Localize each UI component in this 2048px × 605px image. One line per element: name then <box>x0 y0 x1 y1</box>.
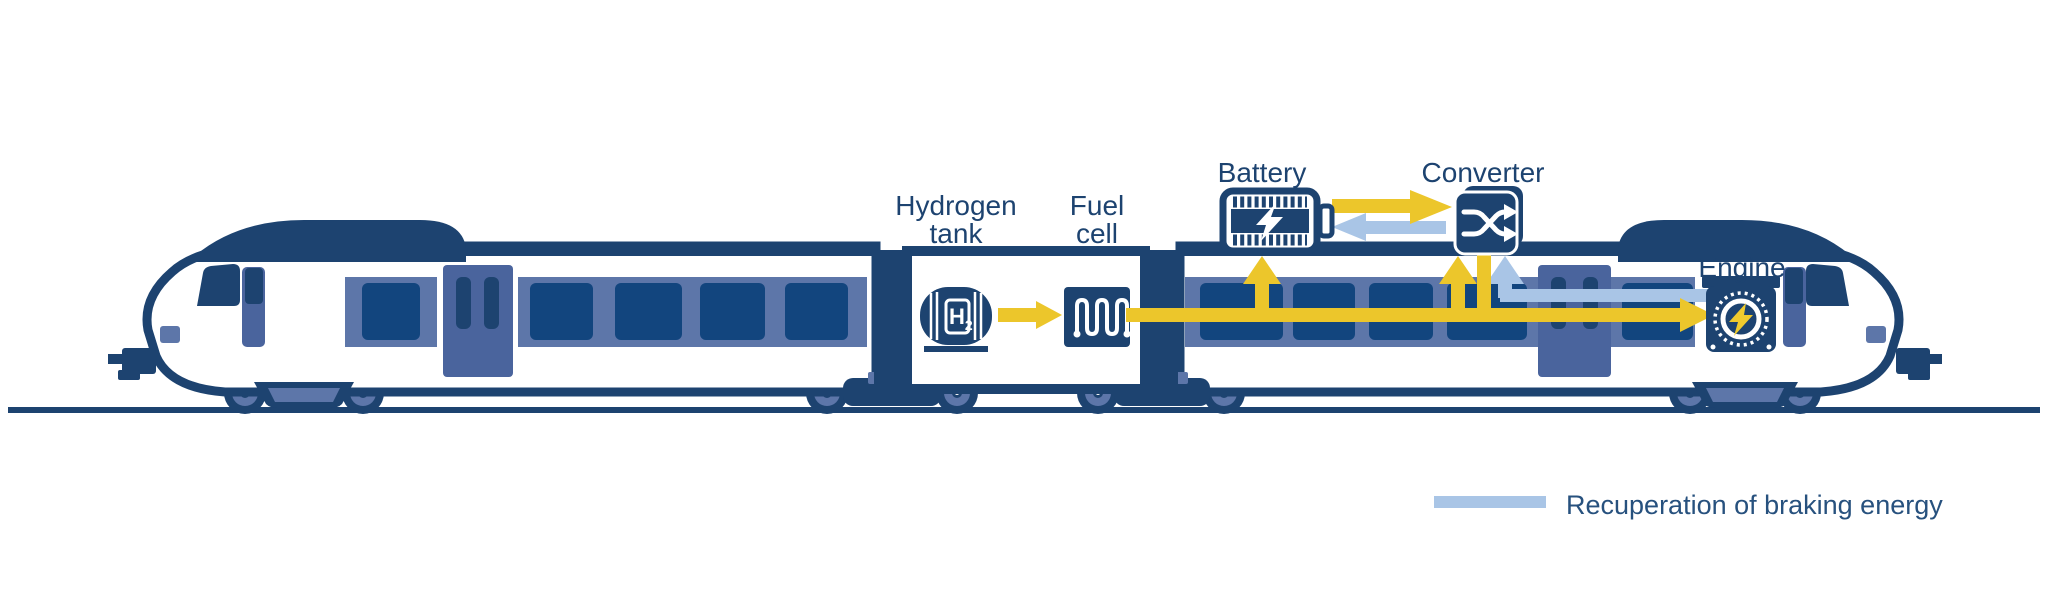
flow-arrowhead-right <box>1410 190 1452 224</box>
converter-icon <box>1453 186 1523 256</box>
flow-converter-to-battery <box>1366 221 1446 234</box>
marker-light <box>160 326 180 343</box>
legend-label: Recuperation of braking energy <box>1566 490 1943 520</box>
cab-door-window <box>245 268 263 304</box>
recuperation-flows <box>1332 213 1712 302</box>
flow-engine-to-converter <box>1500 289 1712 302</box>
cab-door-window <box>1785 268 1803 304</box>
window <box>785 283 848 340</box>
hydrogen-tank-label-line2: tank <box>930 218 984 249</box>
middle-module: H2 <box>902 246 1150 394</box>
flow-arrowhead-battery <box>1243 256 1281 284</box>
coupler <box>1896 348 1942 380</box>
lightning-bolt-icon <box>1729 303 1753 336</box>
flow-stem-converter <box>1451 282 1465 316</box>
door-window <box>484 277 499 329</box>
battery-icon <box>1219 187 1335 255</box>
cab-roof <box>1618 220 1858 262</box>
windshield <box>1806 264 1849 306</box>
marker-light <box>1866 326 1886 343</box>
fuel-cell-label: Fuel <box>1070 190 1124 221</box>
cab-roof <box>188 220 466 262</box>
hydrogen-tank-icon: H2 <box>920 287 992 352</box>
rail-line <box>8 407 2040 413</box>
window <box>700 283 765 340</box>
window <box>362 283 420 340</box>
flow-converter-feed <box>1477 250 1491 322</box>
bogie-skirt-inner <box>268 388 340 402</box>
legend-swatch <box>1434 496 1546 508</box>
fuel-cell-label-line2: cell <box>1076 218 1118 249</box>
legend: Recuperation of braking energy <box>1434 490 1943 520</box>
power-flows <box>998 190 1714 332</box>
flow-stem-battery <box>1255 282 1269 316</box>
flow-battery-to-converter <box>1332 199 1410 213</box>
passenger-door <box>443 265 513 377</box>
h2-symbol: H2 <box>949 304 973 333</box>
flow-arrowhead-engine <box>1680 298 1714 332</box>
lightning-bolt-icon <box>1256 203 1283 241</box>
bogie-skirt-inner <box>1706 388 1784 402</box>
engine-icon <box>1702 276 1780 352</box>
coupler <box>108 348 156 380</box>
hydrogen-tank-label: Hydrogen <box>895 190 1016 221</box>
fuel-cell-icon <box>1064 287 1131 347</box>
roofline <box>458 246 876 256</box>
roofline <box>1180 246 1622 256</box>
battery-label: Battery <box>1218 157 1307 188</box>
window <box>530 283 593 340</box>
flow-stem <box>1498 282 1512 298</box>
flow-arrowhead-right <box>1036 301 1062 329</box>
flow-arrowhead-left <box>1332 213 1366 241</box>
door-window <box>456 277 471 329</box>
window <box>615 283 682 340</box>
windshield <box>197 264 240 306</box>
flow-arrowhead-converter <box>1439 256 1477 284</box>
converter-label: Converter <box>1422 157 1545 188</box>
shuffle-icon <box>1504 204 1518 220</box>
front-car <box>108 220 881 397</box>
flow-bus-line <box>1126 308 1682 322</box>
engine-label: Engine <box>1698 252 1785 283</box>
flow-tank-to-fuelcell <box>998 308 1036 322</box>
gangway-connector <box>874 250 904 394</box>
flow-arrowhead-up <box>1486 256 1524 284</box>
